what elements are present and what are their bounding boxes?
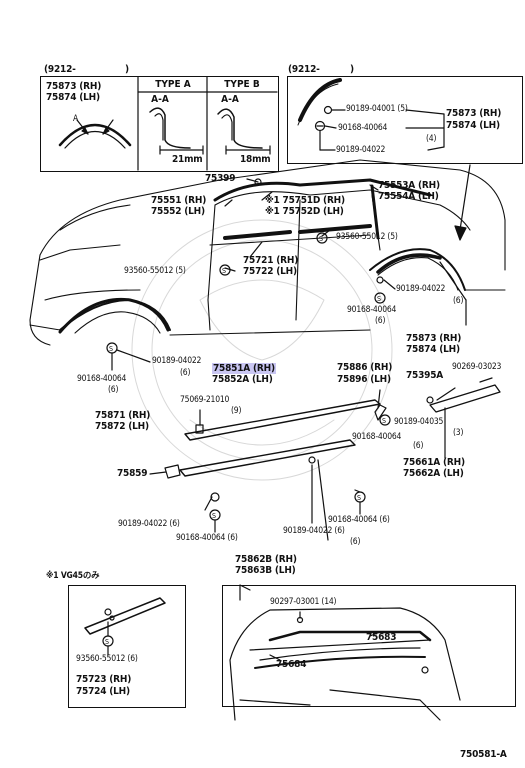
- type-b-title: TYPE B: [224, 79, 260, 90]
- svg-text:S: S: [357, 494, 361, 502]
- part-75723[interactable]: 75723 (RH): [76, 674, 132, 685]
- inset-part-lh[interactable]: 75874 (LH): [46, 92, 100, 103]
- arrow-label-a: A: [73, 114, 79, 124]
- part-90168-40064-center-qty: (6): [413, 441, 424, 451]
- date-range-left: (9212-: [44, 64, 76, 75]
- part-75872[interactable]: 75872 (LH): [95, 421, 149, 432]
- part-90189-04022-lower[interactable]: 90189-04022 (6): [118, 519, 180, 529]
- svg-text:S: S: [109, 345, 113, 353]
- part-75859[interactable]: 75859: [117, 468, 148, 479]
- part-75751d[interactable]: ※1 75751D (RH): [265, 195, 345, 206]
- type-a-title: TYPE A: [155, 79, 191, 90]
- part-90168-40064-left[interactable]: 90168-40064: [77, 374, 127, 384]
- inset-rear-trunk-box: [222, 585, 516, 707]
- inset-fender-rh[interactable]: 75873 (RH): [446, 108, 502, 119]
- part-75395a[interactable]: 75395A: [406, 370, 444, 381]
- part-93560-55012-b[interactable]: 93560-55012 (5): [124, 266, 186, 276]
- part-75662a[interactable]: 75662A (LH): [403, 468, 464, 479]
- part-90168-40064-inset-qty: (4): [426, 134, 437, 144]
- svg-text:S: S: [222, 267, 226, 275]
- type-a-dimension: 21mm: [172, 154, 203, 165]
- inset-fender-flare-box: [287, 76, 523, 164]
- inset-fender-type-box: [40, 76, 279, 172]
- part-90189-04035[interactable]: 90189-04035: [394, 417, 444, 427]
- part-90189-04022-right[interactable]: 90189-04022: [396, 284, 446, 294]
- part-75551[interactable]: 75551 (RH): [151, 195, 207, 206]
- part-75874[interactable]: 75874 (LH): [406, 344, 460, 355]
- svg-text:S: S: [212, 512, 216, 520]
- part-75554a[interactable]: 75554A (LH): [378, 191, 439, 202]
- svg-text:S: S: [377, 295, 381, 303]
- part-75863b[interactable]: 75863B (LH): [235, 565, 296, 576]
- svg-text:S: S: [319, 235, 323, 243]
- part-90168-40064-left-qty: (6): [108, 385, 119, 395]
- part-75852a[interactable]: 75852A (LH): [212, 374, 273, 385]
- part-90168-40064-inset[interactable]: 90168-40064: [338, 123, 388, 133]
- type-a-section: A-A: [151, 94, 169, 105]
- part-90189-04001[interactable]: 90189-04001 (5): [346, 104, 408, 114]
- part-75553a[interactable]: 75553A (RH): [378, 180, 440, 191]
- part-90168-40064-lower-right[interactable]: 90168-40064 (6): [328, 515, 390, 525]
- watermark-emblem: [131, 219, 393, 481]
- part-75724[interactable]: 75724 (LH): [76, 686, 130, 697]
- type-b-section: A-A: [221, 94, 239, 105]
- part-90168-40064-right[interactable]: 90168-40064: [347, 305, 397, 315]
- part-90168-40064-center[interactable]: 90168-40064: [352, 432, 402, 442]
- part-90189-04022-left-qty: (6): [180, 368, 191, 378]
- part-75862b[interactable]: 75862B (RH): [235, 554, 297, 565]
- part-75896[interactable]: 75896 (LH): [337, 374, 391, 385]
- inset-part-rh[interactable]: 75873 (RH): [46, 81, 102, 92]
- part-75873[interactable]: 75873 (RH): [406, 333, 462, 344]
- svg-text:S: S: [382, 417, 386, 425]
- date-range-left-close: ): [125, 64, 129, 75]
- part-90189-04022-right-qty: (6): [453, 296, 464, 306]
- part-90168-40064-right-qty: (6): [375, 316, 386, 326]
- date-range-right: (9212-: [288, 64, 320, 75]
- part-75851a-highlighted[interactable]: 75851A (RH): [212, 363, 276, 374]
- inset-vg45-box: [68, 585, 186, 708]
- part-75722[interactable]: 75722 (LH): [243, 266, 297, 277]
- part-93560-55012-a[interactable]: 93560-55012 (5): [336, 232, 398, 242]
- part-93560-55012-vg[interactable]: 93560-55012 (6): [76, 654, 138, 664]
- part-90189-04035-qty: (3): [453, 428, 464, 438]
- part-75552[interactable]: 75552 (LH): [151, 206, 205, 217]
- part-75721[interactable]: 75721 (RH): [243, 255, 299, 266]
- part-75752d[interactable]: ※1 75752D (LH): [265, 206, 344, 217]
- part-75069-21010[interactable]: 75069-21010: [180, 395, 230, 405]
- part-90189-04022-lower-right-qty: (6): [350, 537, 361, 547]
- car-body-outline: [29, 159, 506, 346]
- vg45-note: ※1 VG45のみ: [46, 571, 100, 581]
- part-75683[interactable]: 75683: [366, 632, 397, 643]
- part-75886[interactable]: 75886 (RH): [337, 362, 393, 373]
- part-75069-21010-qty: (9): [231, 406, 242, 416]
- part-90168-40064-lower[interactable]: 90168-40064 (6): [176, 533, 238, 543]
- part-90297-03001[interactable]: 90297-03001 (14): [270, 597, 337, 607]
- part-90269-03023[interactable]: 90269-03023: [452, 362, 502, 372]
- diagram-code: 750581-A: [460, 749, 507, 760]
- part-75871[interactable]: 75871 (RH): [95, 410, 151, 421]
- part-90189-04022-inset[interactable]: 90189-04022: [336, 145, 386, 155]
- date-range-right-close: ): [350, 64, 354, 75]
- part-90189-04022-left[interactable]: 90189-04022: [152, 356, 202, 366]
- part-75684[interactable]: 75684: [276, 659, 307, 670]
- inset-fender-lh[interactable]: 75874 (LH): [446, 120, 500, 131]
- svg-text:S: S: [105, 638, 109, 646]
- type-b-dimension: 18mm: [240, 154, 271, 165]
- part-75661a[interactable]: 75661A (RH): [403, 457, 465, 468]
- part-75399[interactable]: 75399: [205, 173, 236, 184]
- part-90189-04022-lower-right[interactable]: 90189-04022 (6): [283, 526, 345, 536]
